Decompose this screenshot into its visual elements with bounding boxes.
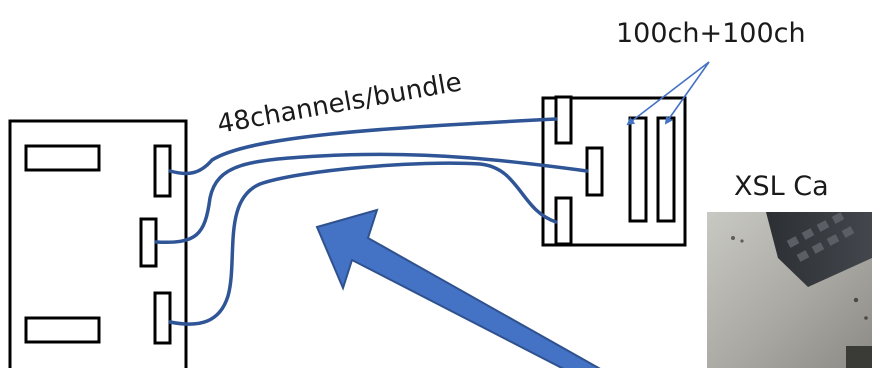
large-blue-arrow	[315, 208, 608, 372]
photo-speck-2	[740, 239, 744, 243]
right-connector-top	[554, 95, 573, 145]
left-lower-slot	[24, 316, 101, 344]
left-upper-slot	[24, 144, 101, 172]
cable-bundles	[154, 117, 589, 326]
left-connector-top	[153, 144, 172, 198]
cable-top	[168, 117, 558, 176]
channel-count-label: 100ch+100ch	[616, 18, 806, 49]
camera-photo	[707, 212, 872, 372]
photo-speck-3	[853, 297, 859, 303]
arrow-shape	[315, 208, 608, 372]
right-device	[541, 95, 687, 247]
right-slot-right	[656, 116, 676, 223]
callout-line-left	[626, 61, 710, 126]
right-connector-bottom	[554, 196, 573, 246]
left-connector-middle	[139, 217, 158, 268]
photo-keys	[786, 212, 855, 262]
photo-speck-4	[864, 316, 868, 320]
right-slot-left	[628, 116, 648, 223]
cable-middle	[154, 152, 589, 245]
photo-dark-object	[846, 346, 872, 368]
channel-callout	[626, 61, 710, 126]
left-device	[8, 119, 188, 372]
bundle-label: 48channels/bundle	[215, 67, 464, 140]
camera-caption-label: XSL Ca	[734, 171, 829, 202]
right-connector-middle	[585, 146, 604, 197]
cable-bottom	[168, 161, 558, 326]
photo-speck-1	[731, 236, 735, 240]
callout-line-right	[664, 61, 710, 125]
left-connector-bottom	[153, 291, 172, 345]
